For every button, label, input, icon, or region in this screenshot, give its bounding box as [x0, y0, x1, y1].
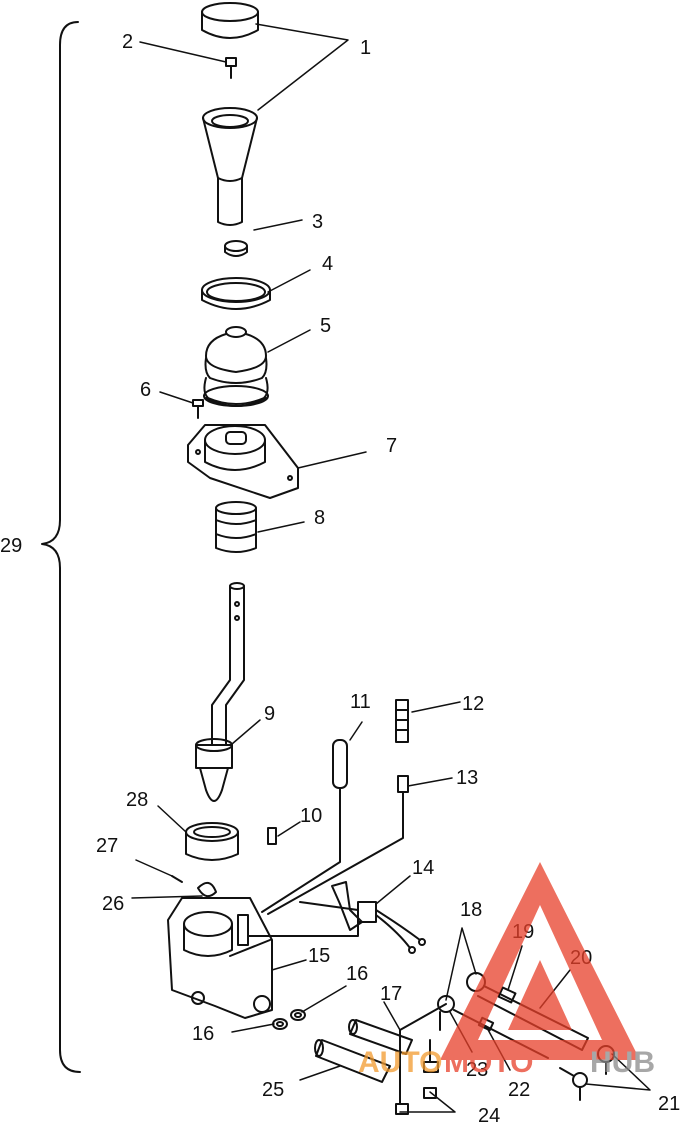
screw-2 — [225, 57, 237, 79]
callout-11: 11 — [350, 691, 371, 713]
housing-plate-7 — [187, 424, 299, 499]
callout-5: 5 — [320, 315, 331, 337]
callout-4: 4 — [322, 253, 333, 275]
callout-8: 8 — [314, 507, 325, 529]
callout-29: 29 — [0, 535, 22, 557]
callout-22: 22 — [508, 1079, 530, 1101]
bellow-8 — [215, 501, 257, 553]
callout-7: 7 — [386, 435, 397, 457]
callout-3: 3 — [312, 211, 323, 233]
nut-24 — [395, 1003, 447, 1115]
collar-28 — [185, 822, 239, 861]
callout-18: 18 — [460, 899, 482, 921]
bushing-3 — [224, 240, 248, 257]
callout-13: 13 — [456, 767, 478, 789]
shift-knob — [201, 2, 259, 226]
automotohub-watermark: AUTO MOTO HUB — [358, 862, 655, 1079]
callout-24: 24 — [478, 1105, 500, 1124]
pin-27 — [171, 875, 183, 883]
callout-16-lower: 16 — [192, 1023, 214, 1045]
callout-6: 6 — [140, 379, 151, 401]
callout-9: 9 — [264, 703, 275, 725]
watermark-moto: MOTO — [444, 1046, 533, 1079]
housing-15 — [167, 897, 273, 1019]
shaft-25 — [314, 1039, 391, 1083]
shaft-17 — [348, 1019, 413, 1055]
callout-23: 23 — [466, 1059, 488, 1081]
callout-28: 28 — [126, 789, 148, 811]
callout-27: 27 — [96, 835, 118, 857]
callout-1: 1 — [360, 37, 371, 59]
callout-26: 26 — [102, 893, 124, 915]
callout-10: 10 — [300, 805, 322, 827]
assembly-brace — [41, 21, 81, 1073]
washer-16b — [290, 1009, 306, 1021]
watermark-triangle-icon — [440, 862, 640, 1060]
callout-21: 21 — [658, 1093, 680, 1115]
callout-15: 15 — [308, 945, 330, 967]
watermark-auto: AUTO — [358, 1046, 442, 1079]
boot-5 — [203, 326, 269, 407]
screw-6 — [192, 399, 204, 419]
callout-12: 12 — [462, 693, 484, 715]
callout-25: 25 — [262, 1079, 284, 1101]
retaining-ring-4 — [201, 277, 271, 310]
callout-16-upper: 16 — [346, 963, 368, 985]
callout-17: 17 — [380, 983, 402, 1005]
callout-2: 2 — [122, 31, 133, 53]
callout-14: 14 — [412, 857, 434, 879]
watermark-hub: HUB — [590, 1046, 655, 1079]
fork-26 — [197, 881, 217, 898]
plunger-12-13 — [267, 699, 409, 915]
switch-14 — [247, 881, 426, 954]
washer-16a — [272, 1018, 288, 1030]
shift-lever-9 — [195, 582, 245, 802]
bolt-10 — [267, 827, 277, 845]
pin-11 — [261, 739, 348, 913]
